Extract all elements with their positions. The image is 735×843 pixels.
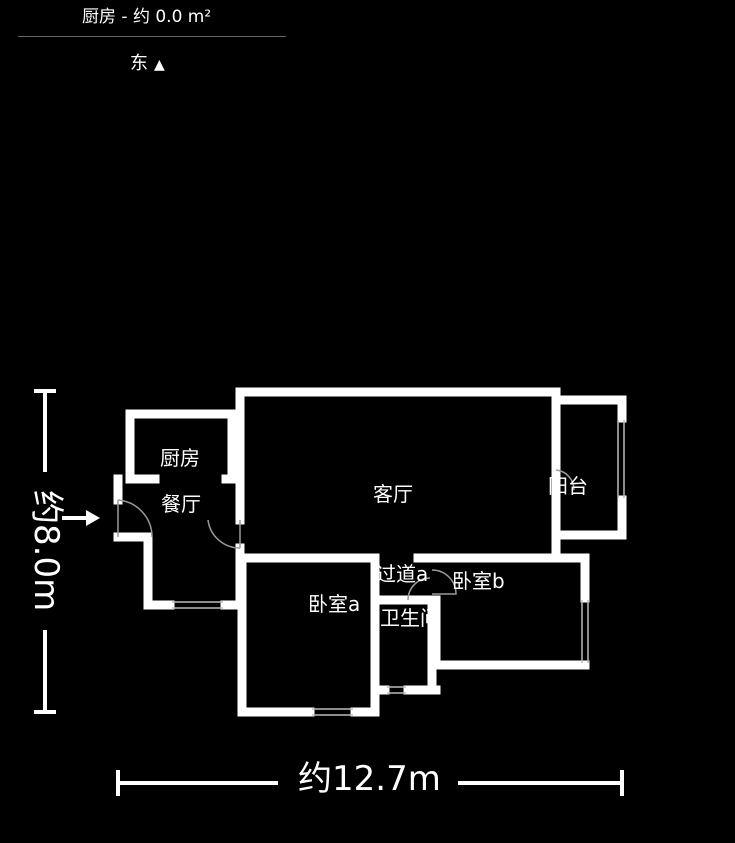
dimension-lines (34, 389, 624, 796)
room-label-dining: 餐厅 (161, 492, 201, 516)
balcony-door (555, 469, 575, 491)
room-label-bathroom: 卫生间 (380, 606, 440, 630)
header-divider (18, 36, 286, 37)
orientation-indicator: 东▲ (130, 49, 165, 75)
room-label-corridor: 过道a (376, 562, 429, 586)
entrance-arrow (62, 510, 100, 526)
bedroom-b-door (431, 569, 457, 595)
dimension-width: 约12.7m (298, 759, 441, 799)
room-label-living: 客厅 (373, 482, 413, 506)
room-label-kitchen: 厨房 (160, 446, 200, 470)
walls (113, 387, 627, 717)
doors (117, 469, 575, 601)
room-label-bedroom-a: 卧室a (308, 592, 361, 616)
room-area-title: 厨房 - 约 0.0 m² (82, 7, 212, 27)
dining-door (207, 519, 241, 549)
entrance-door (117, 499, 153, 538)
windows (172, 420, 625, 716)
orientation-label: 东 (130, 53, 148, 74)
triangle-up-icon: ▲ (154, 57, 165, 73)
room-label-balcony: 阳台 (548, 474, 588, 498)
dimension-height: 约8.0m (26, 490, 66, 612)
bathroom-door (407, 577, 431, 601)
room-label-bedroom-b: 卧室b (452, 569, 505, 593)
